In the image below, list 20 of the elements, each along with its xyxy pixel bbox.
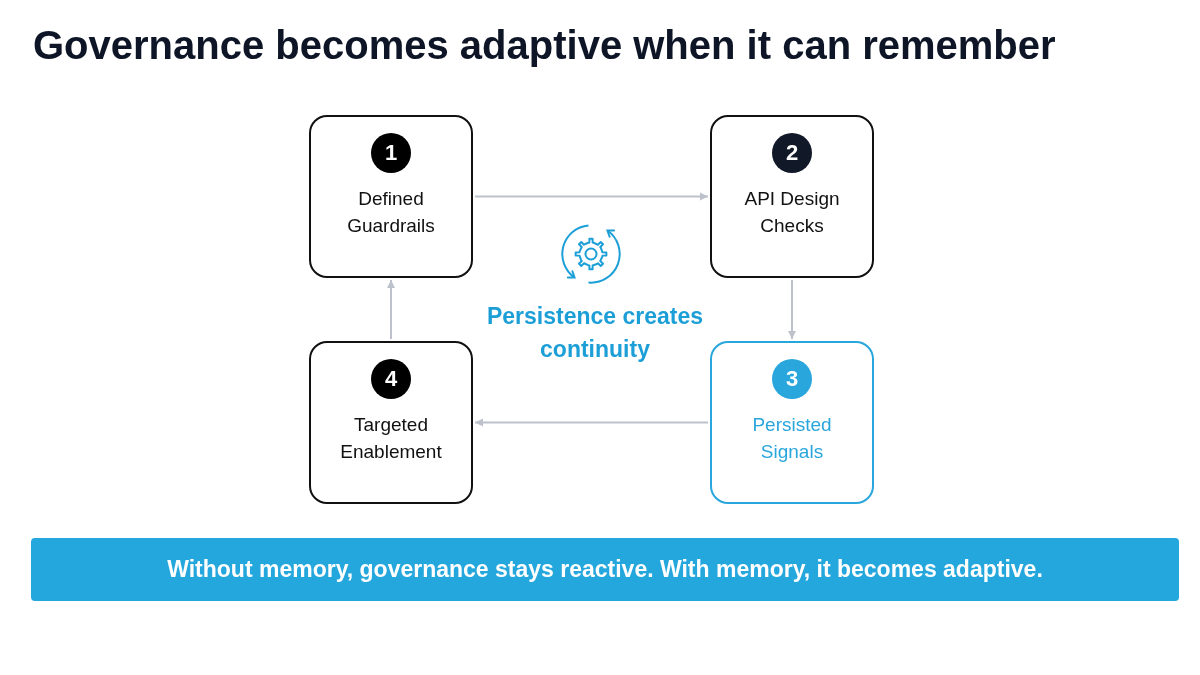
step-box	[309, 115, 473, 278]
arrow	[387, 279, 395, 340]
step-box	[710, 115, 874, 278]
arrow	[474, 192, 709, 201]
banner-text: Without memory, governance stays reactive. With memory, it becomes adaptive.	[167, 556, 1043, 583]
step-number: 3	[772, 359, 812, 399]
step-label: Defined Guardrails	[346, 187, 436, 238]
step-box	[710, 341, 874, 504]
center-caption: Persistence creates continuity	[485, 302, 705, 364]
arrow	[788, 279, 796, 340]
arrow	[474, 418, 709, 427]
slide-title: Governance becomes adaptive when it can remember	[33, 22, 1056, 68]
step-number: 2	[772, 133, 812, 173]
summary-banner	[31, 538, 1179, 601]
step-label: Persisted Signals	[751, 413, 833, 464]
step-number: 1	[371, 133, 411, 173]
step-number: 4	[371, 359, 411, 399]
step-label: Targeted Enablement	[339, 413, 443, 464]
step-box	[309, 341, 473, 504]
step-label: API Design Checks	[743, 187, 841, 238]
